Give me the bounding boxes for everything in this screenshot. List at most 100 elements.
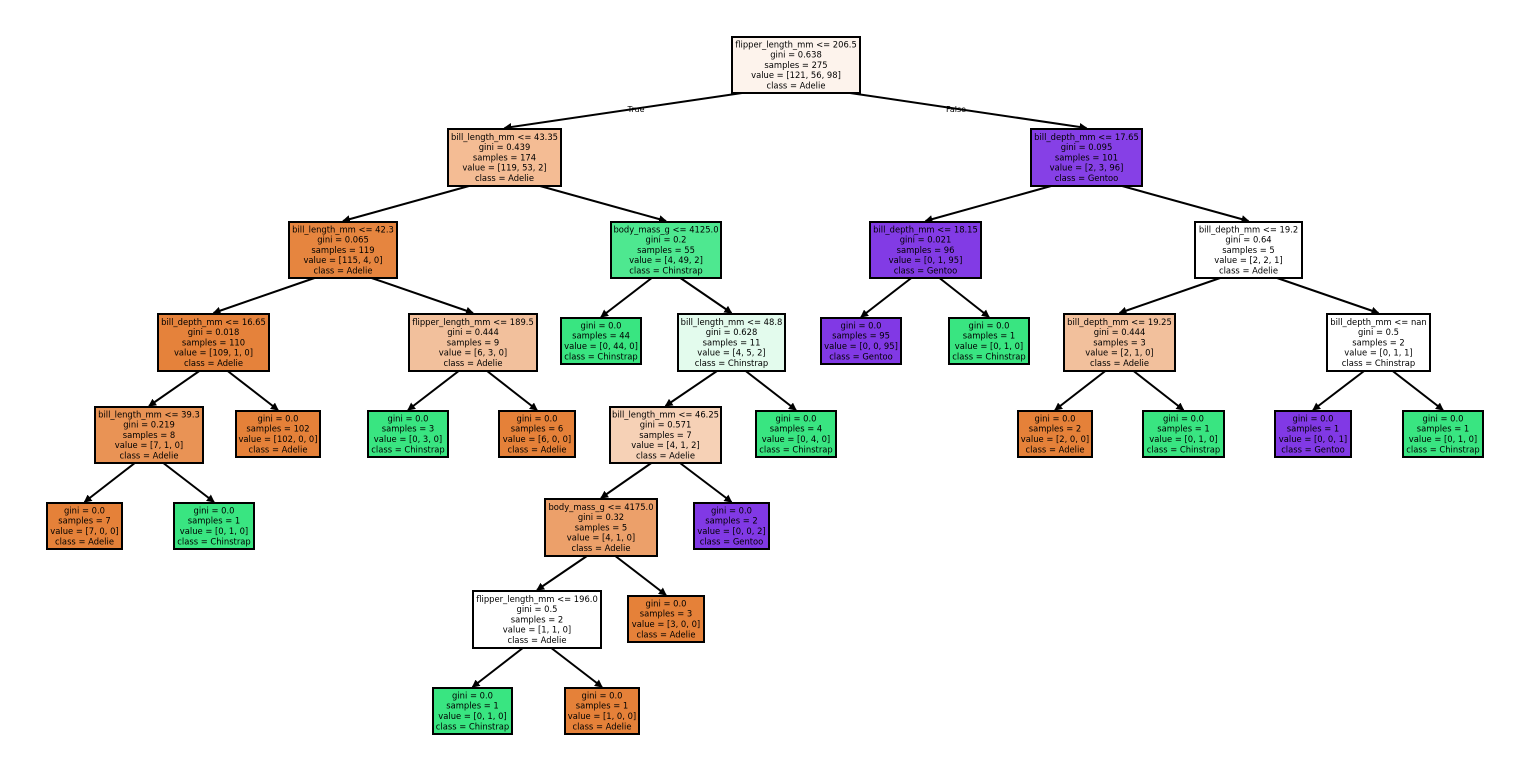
node-line: samples = 3: [1093, 337, 1145, 347]
node-line: samples = 5: [1222, 245, 1274, 255]
node-line: class = Chinstrap: [436, 721, 509, 731]
node-line: samples = 9: [447, 337, 499, 347]
node-line: class = Chinstrap: [759, 444, 832, 454]
tree-edge: [1054, 370, 1106, 411]
tree-edge: [342, 185, 470, 223]
edge-arrow: [664, 370, 718, 407]
tree-edge: [407, 370, 460, 411]
node-line: samples = 7: [58, 516, 110, 526]
node-box: [755, 410, 837, 458]
tree-edge: [212, 277, 315, 315]
tree-edge: [162, 462, 215, 503]
node-line: samples = 174: [473, 152, 536, 162]
node-line: value = [102, 0, 0]: [238, 434, 317, 444]
node-line: class = Gentoo: [1281, 444, 1345, 454]
node-line: bill_length_mm <= 48.8: [681, 317, 783, 327]
node-line: value = [0, 0, 2]: [697, 526, 765, 536]
tree-edge: [550, 647, 603, 688]
node-line: value = [4, 5, 2]: [697, 348, 765, 358]
node-line: value = [0, 1, 0]: [955, 341, 1023, 351]
node-line: class = Adelie: [1090, 358, 1149, 368]
tree-edge: [227, 370, 279, 411]
node-box: [731, 36, 861, 94]
node-box: [447, 128, 562, 187]
node-box: [432, 687, 513, 735]
node-line: value = [109, 1, 0]: [174, 348, 253, 358]
node-line: samples = 95: [832, 331, 890, 341]
node-line: samples = 1: [963, 331, 1015, 341]
node-line: samples = 1: [1417, 424, 1469, 434]
node-box: [173, 502, 255, 550]
node-line: samples = 11: [703, 337, 761, 347]
node-line: samples = 1: [576, 701, 628, 711]
node-line: flipper_length_mm <= 196.0: [476, 594, 598, 604]
node-line: samples = 1: [446, 701, 498, 711]
edge-arrow: [600, 277, 653, 318]
node-box: [1030, 128, 1143, 187]
node-line: value = [1, 0, 0]: [568, 711, 636, 721]
node-line: gini = 0.0: [1035, 413, 1076, 423]
node-line: gini = 0.0: [1293, 413, 1334, 423]
node-line: gini = 0.439: [479, 142, 531, 152]
edge-arrow: [860, 277, 912, 318]
edge-arrow: [83, 462, 136, 503]
edge-arrow: [162, 462, 215, 503]
node-line: gini = 0.0: [517, 413, 558, 423]
edge-arrow: [924, 185, 1052, 223]
edge-arrow: [1312, 370, 1365, 411]
edge-arrow: [539, 185, 667, 223]
edge-arrow: [679, 277, 733, 314]
node-box: [408, 313, 538, 372]
edge-arrow: [849, 92, 1088, 131]
node-line: gini = 0.2: [646, 235, 687, 245]
node-line: gini = 0.095: [1061, 142, 1113, 152]
edge-arrow: [342, 185, 470, 223]
tree-edge: [1276, 277, 1380, 315]
node-line: class = Chinstrap: [564, 351, 637, 361]
node-box: [367, 410, 449, 458]
node-line: value = [4, 1, 2]: [631, 440, 699, 450]
node-line: value = [2, 1, 0]: [1085, 348, 1153, 358]
node-box: [948, 317, 1030, 365]
node-line: value = [0, 0, 1]: [1279, 434, 1347, 444]
node-line: gini = 0.0: [711, 505, 752, 515]
node-line: gini = 0.0: [969, 320, 1010, 330]
node-line: samples = 3: [640, 609, 692, 619]
node-line: class = Chinstrap: [1342, 358, 1415, 368]
node-line: class = Adelie: [1219, 265, 1278, 275]
node-line: body_mass_g <= 4175.0: [548, 502, 653, 512]
node-line: class = Adelie: [249, 444, 308, 454]
tree-edge: [1392, 370, 1444, 411]
node-line: gini = 0.64: [1225, 235, 1271, 245]
node-line: value = [0, 1, 0]: [180, 526, 248, 536]
node-box: [1402, 410, 1484, 458]
tree-edge: [1132, 370, 1185, 411]
node-line: value = [1, 1, 0]: [503, 625, 571, 635]
node-line: value = [6, 0, 0]: [503, 434, 571, 444]
node-line: value = [115, 4, 0]: [303, 255, 382, 265]
node-line: value = [119, 53, 2]: [462, 163, 546, 173]
node-line: class = Chinstrap: [629, 265, 702, 275]
node-box: [498, 410, 576, 458]
tree-edge: [600, 462, 652, 499]
node-line: samples = 1: [1287, 424, 1339, 434]
node-line: samples = 6: [511, 424, 563, 434]
node-line: value = [3, 0, 0]: [632, 619, 700, 629]
node-line: class = Adelie: [767, 80, 826, 90]
node-box: [610, 221, 722, 279]
node-line: value = [4, 1, 0]: [567, 533, 635, 543]
node-line: value = [0, 4, 0]: [762, 434, 830, 444]
tree-edge: [536, 555, 588, 591]
